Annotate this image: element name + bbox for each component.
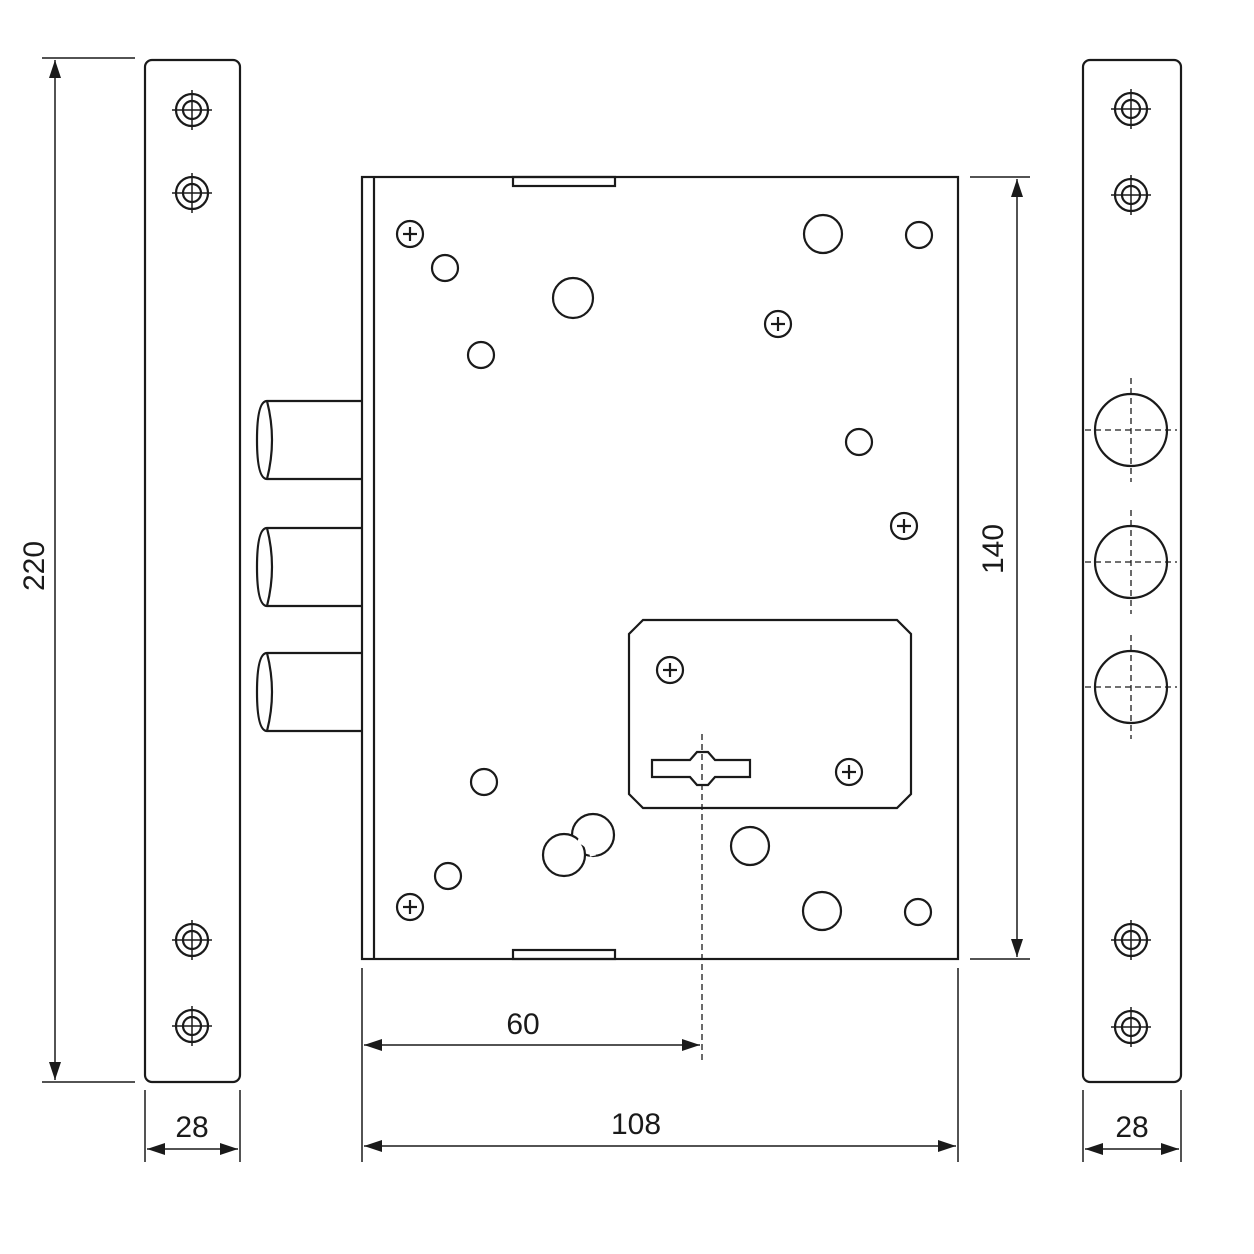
strike-bolt-hole xyxy=(1085,510,1177,614)
bolt xyxy=(255,399,362,481)
dimension-label-28-left: 28 xyxy=(175,1111,208,1144)
screw xyxy=(763,309,793,339)
strike-bolt-hole xyxy=(1085,378,1177,482)
left-plate-screw-hole xyxy=(172,1006,212,1046)
hole xyxy=(904,220,934,250)
hole xyxy=(729,825,771,867)
dimension-label-28-right: 28 xyxy=(1115,1111,1148,1144)
dimension-140: 140 xyxy=(970,176,1030,960)
left-faceplate xyxy=(143,58,242,1084)
hole xyxy=(844,427,874,457)
right-plate-screw-hole xyxy=(1111,920,1151,960)
right-plate-screw-hole xyxy=(1111,1007,1151,1047)
lock-body xyxy=(360,175,960,1062)
keyhole-plate xyxy=(627,618,913,810)
left-plate-screw-hole xyxy=(172,173,212,213)
screw xyxy=(655,655,685,685)
hole xyxy=(802,213,844,255)
hole xyxy=(551,276,595,320)
left-plate-screw-hole xyxy=(172,90,212,130)
hole xyxy=(801,890,843,932)
dimension-label-108: 108 xyxy=(611,1108,661,1141)
hole xyxy=(469,767,499,797)
keyhole xyxy=(650,750,752,787)
dimension-label-60: 60 xyxy=(506,1008,539,1041)
strike-bolt-hole xyxy=(1085,635,1177,739)
lock-bolts xyxy=(255,399,362,733)
hole xyxy=(903,897,933,927)
right-faceplate xyxy=(1081,58,1183,1084)
bolt xyxy=(255,651,362,733)
screw xyxy=(889,511,919,541)
dimension-label-220: 220 xyxy=(18,541,51,591)
hole xyxy=(466,340,496,370)
dimension-28-right: 28 xyxy=(1082,1090,1182,1162)
dimension-60: 60 xyxy=(361,968,700,1162)
dimension-28-left: 28 xyxy=(144,1090,241,1162)
dimension-220: 220 xyxy=(18,57,135,1083)
dimension-label-140: 140 xyxy=(977,524,1010,574)
right-plate-screw-hole xyxy=(1111,175,1151,215)
bolt xyxy=(255,526,362,608)
left-plate-screw-hole xyxy=(172,920,212,960)
screw xyxy=(395,892,425,922)
bottom-tab xyxy=(511,948,617,961)
dimension-108: 108 xyxy=(364,968,959,1162)
screw xyxy=(395,219,425,249)
hole xyxy=(430,253,460,283)
screw xyxy=(834,757,864,787)
spindle-hole xyxy=(541,812,616,878)
top-tab xyxy=(511,175,617,188)
right-plate-screw-hole xyxy=(1111,89,1151,129)
hole xyxy=(433,861,463,891)
